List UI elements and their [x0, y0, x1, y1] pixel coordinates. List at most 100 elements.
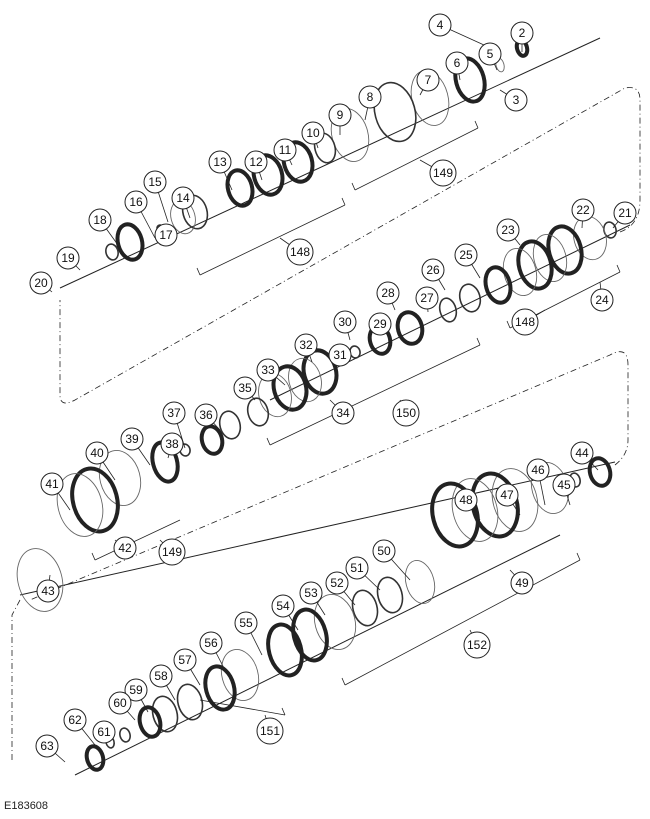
callout-circle	[511, 308, 539, 336]
callout-number: 40	[90, 446, 104, 460]
part-ring	[199, 424, 225, 456]
callout-17: 17	[154, 223, 178, 247]
callout-number: 39	[125, 432, 139, 446]
callout-50: 50	[372, 539, 411, 581]
callout-number: 32	[299, 338, 313, 352]
callout-24: 24	[590, 281, 614, 312]
callout-15: 15	[143, 170, 169, 223]
callout-149: 149	[419, 159, 457, 187]
callout-circle	[63, 708, 87, 732]
callout-number: 56	[204, 636, 218, 650]
callout-23: 23	[496, 218, 521, 246]
callout-150: 150	[392, 399, 420, 427]
callout-11: 11	[273, 138, 297, 166]
part-ring	[105, 243, 119, 261]
callout-circle	[328, 103, 352, 127]
callout-circle	[570, 441, 594, 465]
callout-30: 30	[333, 310, 357, 341]
callout-circle	[325, 571, 349, 595]
callout-circle	[88, 208, 112, 232]
callout-16: 16	[124, 190, 156, 239]
callout-2: 2	[510, 21, 534, 52]
callout-circle	[271, 594, 295, 618]
callout-circle	[143, 170, 167, 194]
callout-circle	[162, 401, 186, 425]
part-ring	[84, 744, 106, 772]
callout-number: 25	[459, 248, 473, 262]
callout-number: 45	[557, 478, 571, 492]
callout-55: 55	[234, 611, 263, 656]
callout-35: 35	[233, 376, 257, 401]
callout-7: 7	[416, 68, 440, 96]
callout-circle	[120, 427, 144, 451]
callout-number: 23	[501, 223, 515, 237]
callout-circle	[358, 85, 382, 109]
callout-3: 3	[499, 88, 528, 112]
callout-labels: 4253678910111213141516171819201491482122…	[29, 13, 637, 763]
callout-6: 6	[445, 51, 469, 81]
callout-52: 52	[325, 571, 356, 606]
part-ring	[430, 481, 480, 549]
callout-number: 150	[396, 406, 416, 420]
callout-number: 60	[113, 696, 127, 710]
callout-circle	[331, 401, 355, 425]
callout-18: 18	[88, 208, 119, 246]
callout-circle	[376, 281, 400, 305]
callout-number: 51	[350, 561, 364, 575]
callout-number: 152	[467, 638, 487, 652]
callout-12: 12	[244, 150, 268, 181]
callout-number: 38	[165, 437, 179, 451]
callout-9: 9	[328, 103, 352, 135]
part-ring	[291, 607, 329, 663]
callout-number: 17	[159, 228, 173, 242]
callout-26: 26	[421, 258, 446, 291]
callout-circle	[85, 441, 109, 465]
callout-number: 8	[367, 90, 374, 104]
callout-number: 4	[437, 18, 444, 32]
callout-circle	[256, 717, 284, 745]
part-ring	[137, 705, 163, 739]
callout-circle	[158, 538, 186, 566]
callout-number: 50	[377, 544, 391, 558]
callout-circle	[552, 473, 576, 497]
callout-circle	[429, 159, 457, 187]
callout-number: 24	[595, 293, 609, 307]
part-ring	[532, 234, 568, 282]
callout-number: 149	[162, 545, 182, 559]
callout-circle	[495, 483, 519, 507]
callout-circle	[590, 288, 614, 312]
callout-number: 34	[336, 406, 350, 420]
callout-number: 53	[304, 586, 318, 600]
part-ring	[16, 548, 64, 612]
callout-43: 43	[36, 574, 60, 603]
callout-number: 31	[333, 348, 347, 362]
callout-number: 7	[425, 73, 432, 87]
callout-19: 19	[56, 246, 81, 271]
callout-circle	[294, 333, 318, 357]
callout-number: 15	[148, 175, 162, 189]
callout-47: 47	[495, 483, 521, 516]
callout-number: 61	[97, 725, 111, 739]
callout-33: 33	[256, 358, 286, 386]
callout-number: 36	[199, 408, 213, 422]
callout-148: 148	[511, 308, 546, 336]
callout-10: 10	[301, 121, 325, 149]
callout-circle	[613, 201, 637, 225]
callout-56: 56	[199, 631, 226, 671]
callout-number: 28	[381, 286, 395, 300]
callout-149: 149	[158, 538, 186, 566]
callout-circle	[421, 258, 445, 282]
callout-circle	[154, 223, 178, 247]
callout-number: 10	[306, 126, 320, 140]
callout-circle	[416, 68, 440, 92]
callout-circle	[256, 358, 280, 382]
callout-49: 49	[509, 569, 534, 595]
part-ring	[502, 248, 538, 296]
callout-number: 44	[575, 446, 589, 460]
part-ring	[404, 559, 436, 605]
callout-14: 14	[171, 186, 195, 219]
callout-circle	[286, 238, 314, 266]
callout-59: 59	[124, 678, 149, 713]
callout-20: 20	[29, 271, 53, 295]
callout-63: 63	[35, 734, 66, 763]
